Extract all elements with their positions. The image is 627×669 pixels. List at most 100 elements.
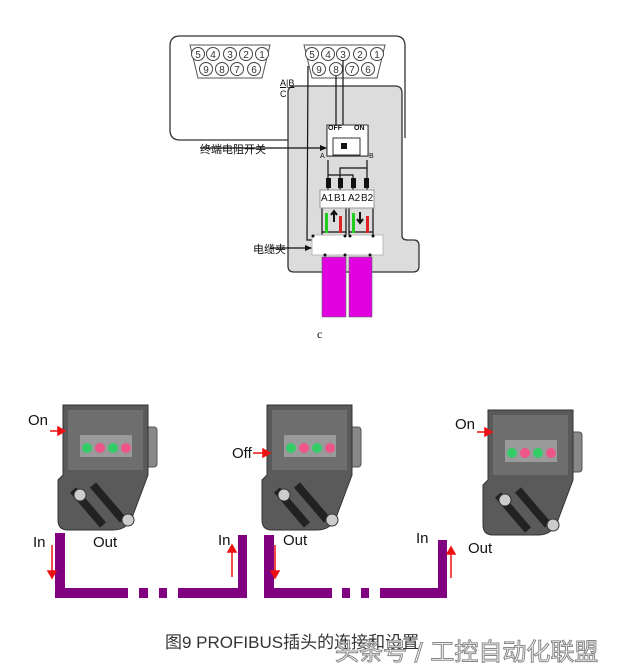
- right-pin-7: 7: [345, 62, 359, 76]
- arrow-up-icon: [330, 209, 338, 222]
- pin-number: 2: [243, 50, 249, 61]
- bus-line: [55, 533, 447, 598]
- terminal-a2: A2: [348, 193, 361, 204]
- pin-number: 5: [195, 50, 201, 61]
- screw-icon: [498, 493, 512, 507]
- led-1: [82, 443, 92, 453]
- pin-number: 1: [374, 50, 380, 61]
- pin-number: 8: [219, 65, 225, 76]
- led-1: [286, 443, 296, 453]
- left-pin-2: 2: [239, 47, 253, 61]
- left-pin-3: 3: [223, 47, 237, 61]
- led-3: [108, 443, 118, 453]
- switch-label-1: On: [28, 412, 49, 429]
- out-label-1: Out: [93, 534, 118, 551]
- out-label-3: Out: [468, 540, 493, 557]
- switch-slider: [341, 143, 347, 149]
- terminal-b1: B1: [334, 193, 347, 204]
- cable-1: [321, 256, 347, 318]
- switch-off-label: OFF: [328, 125, 342, 132]
- ab-label-b: B: [288, 78, 295, 88]
- screw-icon: [121, 513, 135, 527]
- pin-number: 6: [365, 65, 371, 76]
- terminal-b2: B2: [361, 193, 374, 204]
- wiring: [200, 60, 374, 249]
- outer-housing-outline: [169, 35, 406, 141]
- line-b-label: B: [369, 153, 374, 160]
- left-pin-9: 9: [199, 62, 213, 76]
- cable-clamp-label: 电缆夹: [253, 244, 286, 256]
- arrow-down-icon: [356, 212, 364, 225]
- switch-on-label: ON: [354, 125, 365, 132]
- profibus-connector-3: [482, 409, 583, 536]
- profibus-connector-1: [57, 404, 158, 531]
- red-wire-1: [339, 216, 342, 233]
- pin-number: 9: [316, 65, 322, 76]
- pin-number: 3: [227, 50, 233, 61]
- red-wire-2: [366, 216, 369, 233]
- right-pin-1: 1: [370, 47, 384, 61]
- led-4: [121, 443, 131, 453]
- line-a-label: A: [320, 153, 325, 160]
- arrowhead-switch: [320, 145, 327, 151]
- right-pin-5: 5: [305, 47, 319, 61]
- in-label-2: In: [218, 532, 231, 549]
- led-3: [312, 443, 322, 453]
- cable-2: [348, 256, 373, 318]
- green-wire-2: [352, 213, 355, 233]
- out-arrow-2: [269, 545, 281, 580]
- pin-number: 7: [349, 65, 355, 76]
- pin-number: 4: [210, 50, 216, 61]
- sub-figure-label: c: [317, 327, 323, 341]
- terminator-switch-label: 终端电阻开关: [200, 144, 266, 156]
- pin-number: 2: [357, 50, 363, 61]
- ab-label: A|B: [280, 78, 295, 88]
- pin-number: 5: [309, 50, 315, 61]
- in-arrow-1: [46, 545, 58, 580]
- left-pin-6: 6: [247, 62, 261, 76]
- pin-number: 9: [203, 65, 209, 76]
- pin-number: 1: [259, 50, 265, 61]
- led-2: [520, 448, 530, 458]
- screw-icon: [277, 488, 291, 502]
- led-1: [507, 448, 517, 458]
- terminal-a1: A1: [321, 193, 334, 204]
- profibus-connector-2: [261, 404, 362, 531]
- pin-number: 8: [333, 65, 339, 76]
- switch-arrow-3: [477, 426, 494, 438]
- green-wire-1: [325, 213, 328, 233]
- right-pin-8: 8: [329, 62, 343, 76]
- led-2: [95, 443, 105, 453]
- terminal-block: [319, 189, 375, 209]
- pin-number: 4: [325, 50, 331, 61]
- left-pin-8: 8: [215, 62, 229, 76]
- screw-icon: [73, 488, 87, 502]
- right-pin-2: 2: [353, 47, 367, 61]
- c-small-label: C: [280, 89, 287, 99]
- in-arrow-2: [226, 543, 238, 577]
- switch-arrow-2: [253, 447, 272, 459]
- screw-icon: [546, 518, 560, 532]
- in-arrow-3: [445, 545, 457, 578]
- led-4: [546, 448, 556, 458]
- in-label-3: In: [416, 530, 429, 547]
- left-pin-5: 5: [191, 47, 205, 61]
- right-pin-3: 3: [336, 47, 350, 61]
- led-4: [325, 443, 335, 453]
- led-2: [299, 443, 309, 453]
- watermark: 头条号 / 工控自动化联盟: [334, 638, 599, 667]
- left-pin-4: 4: [206, 47, 220, 61]
- figure-caption: 图9 PROFIBUS插头的连接和设置: [165, 633, 420, 652]
- pin-number: 7: [234, 65, 240, 76]
- resistors: [326, 178, 369, 188]
- switch-label-3: On: [455, 416, 476, 433]
- switch-label-2: Off: [232, 445, 252, 462]
- arrowhead-clamp: [305, 245, 312, 251]
- right-pin-9: 9: [312, 62, 326, 76]
- left-pin-1: 1: [255, 47, 269, 61]
- pin-number: 3: [340, 50, 346, 61]
- in-label-1: In: [33, 534, 46, 551]
- right-pin-4: 4: [321, 47, 335, 61]
- switch-arrow-1: [50, 425, 67, 437]
